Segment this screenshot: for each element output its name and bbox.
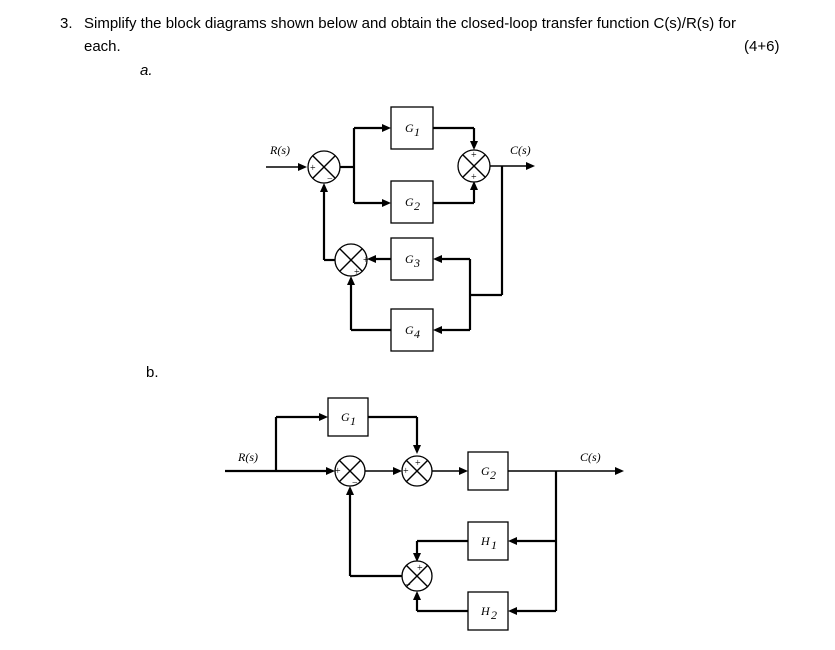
- diagram-a-sum-inner-sign-bottom: +: [354, 267, 360, 278]
- diagram-a-sum1-sign-plus: +: [310, 163, 316, 174]
- diagram-b-sum3-sign-bottom: −: [405, 580, 411, 591]
- question-text-line-1: Simplify the block diagrams shown below …: [84, 15, 736, 32]
- diagram-a-block-g1: G 1: [390, 106, 434, 150]
- diagram-b-output-label: C(s): [580, 450, 601, 464]
- svg-text:2: 2: [414, 199, 420, 213]
- svg-text:2: 2: [490, 468, 496, 482]
- diagram-b: R(s) G 1 + − + +: [225, 397, 624, 631]
- svg-text:3: 3: [413, 256, 420, 270]
- diagram-b-sum1-sign-minus: −: [352, 478, 358, 489]
- svg-text:G: G: [481, 464, 490, 478]
- svg-text:G: G: [405, 323, 414, 337]
- svg-text:1: 1: [350, 414, 356, 428]
- diagram-b-sum2-sign-left: +: [403, 466, 409, 477]
- diagram-b-input-label: R(s): [237, 450, 258, 464]
- diagram-b-sum2-sign-top: +: [415, 458, 421, 469]
- diagram-a-block-g3: G 3: [390, 237, 434, 281]
- part-a-label: a.: [140, 62, 153, 79]
- svg-text:4: 4: [414, 327, 420, 341]
- svg-text:H: H: [480, 534, 491, 548]
- svg-text:2: 2: [491, 608, 497, 622]
- svg-text:G: G: [405, 252, 414, 266]
- svg-text:H: H: [480, 604, 491, 618]
- diagram-b-block-h2: H 2: [467, 591, 509, 631]
- diagram-b-sum3-sign-top: +: [417, 563, 423, 574]
- diagram-a-sum-out-sign-bottom: +: [471, 172, 477, 183]
- svg-text:G: G: [341, 410, 350, 424]
- diagram-a-block-g2: G 2: [390, 180, 434, 224]
- diagram-b-block-g1: G 1: [327, 397, 369, 437]
- diagram-a: R(s) + − G 1 G 2: [266, 106, 535, 352]
- diagram-b-block-g2: G 2: [467, 451, 509, 491]
- part-b-label: b.: [146, 364, 159, 381]
- diagram-a-sum1-sign-minus: −: [327, 174, 333, 185]
- diagram-b-sum-junction-3: [401, 560, 433, 592]
- question-text-line-2: each.: [84, 38, 121, 55]
- question-number: 3.: [60, 15, 73, 32]
- diagram-a-output-label: C(s): [510, 143, 531, 157]
- diagram-b-block-h1: H 1: [467, 521, 509, 561]
- svg-text:G: G: [405, 121, 414, 135]
- marks-allocation: (4+6): [744, 38, 780, 55]
- svg-text:G: G: [405, 195, 414, 209]
- diagram-a-sum-junction-inner: [334, 243, 368, 277]
- diagram-a-sum-out-sign-top: +: [471, 150, 477, 161]
- diagram-a-block-g4: G 4: [390, 308, 434, 352]
- diagram-b-sum1-sign-plus: +: [335, 466, 341, 477]
- svg-text:1: 1: [491, 538, 497, 552]
- svg-text:1: 1: [414, 125, 420, 139]
- diagram-a-input-label: R(s): [269, 143, 290, 157]
- diagram-a-sum-junction-output: [457, 149, 491, 183]
- diagram-a-sum-inner-sign-right: +: [363, 255, 369, 266]
